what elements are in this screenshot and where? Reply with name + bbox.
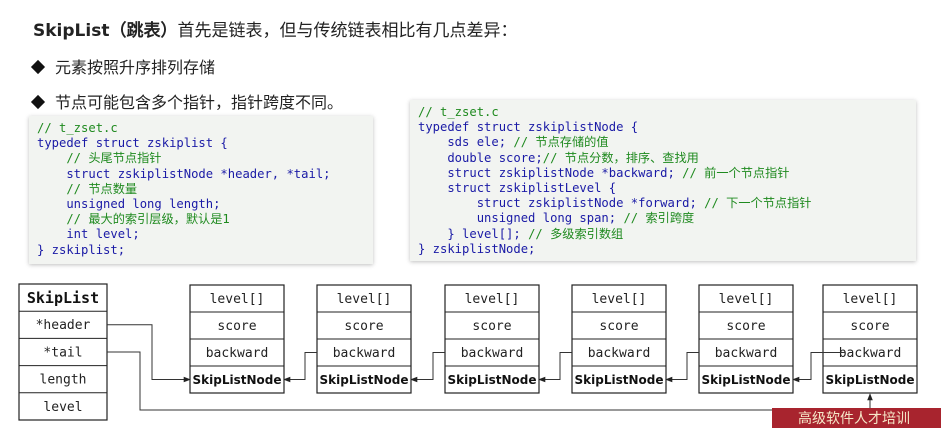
code-line: // 节点数量 bbox=[37, 181, 138, 196]
node-field-label: SkipListNode bbox=[702, 373, 791, 387]
node-field-label: SkipListNode bbox=[448, 373, 537, 387]
skiplist-field-length: length bbox=[40, 373, 87, 388]
brand-banner: 高级软件人才培训 bbox=[772, 408, 941, 428]
node-field-label: backward bbox=[461, 346, 524, 361]
skiplist-field-level: level bbox=[43, 400, 82, 415]
node-field-label: score bbox=[472, 319, 511, 334]
code-line: int level; bbox=[37, 227, 140, 242]
node-field-label: level[] bbox=[719, 292, 774, 307]
code-line: // t_zset.c bbox=[37, 121, 118, 135]
backward-pointer-arrow bbox=[410, 352, 445, 383]
code-line: // 头尾节点指针 bbox=[37, 151, 162, 166]
title-rest: 首先是链表，但与传统链表相比有几点差异： bbox=[177, 21, 518, 41]
skiplist-field-header: *header bbox=[36, 318, 91, 333]
code-line: } zskiplistNode; bbox=[418, 241, 536, 256]
node-field-label: backward bbox=[839, 346, 902, 361]
backward-pointer-arrow bbox=[792, 352, 845, 383]
node-field-label: SkipListNode bbox=[193, 373, 282, 387]
backward-pointer-arrow bbox=[665, 352, 699, 383]
bullet-item: 元素按照升序排列存储 bbox=[30, 54, 215, 78]
code-line: sds ele; // 节点存储的值 bbox=[418, 135, 609, 150]
node-field-label: score bbox=[599, 319, 638, 334]
node-field-label: backward bbox=[715, 346, 778, 361]
node-field-label: level[] bbox=[843, 292, 898, 307]
backward-pointer-arrow bbox=[283, 352, 317, 383]
node-field-label: backward bbox=[206, 346, 269, 361]
backward-pointer-arrow bbox=[538, 352, 572, 383]
node-field-label: score bbox=[344, 319, 383, 334]
code-line: typedef struct zskiplistNode { bbox=[418, 120, 639, 135]
node-field-label: SkipListNode bbox=[320, 373, 409, 387]
node-field-label: backward bbox=[333, 346, 396, 361]
code-line: struct zskiplistLevel { bbox=[418, 180, 617, 195]
code-line: struct zskiplistNode *backward; // 前一个节点… bbox=[418, 165, 790, 180]
node-field-label: SkipListNode bbox=[575, 373, 664, 387]
code-line: // 最大的索引层级，默认是1 bbox=[37, 212, 230, 227]
code-line: typedef struct zskiplist { bbox=[37, 136, 228, 151]
node-field-label: level[] bbox=[592, 292, 647, 307]
title-bold: SkipList（跳表） bbox=[33, 21, 178, 41]
skiplist-header-label: SkipList bbox=[27, 289, 99, 307]
node-field-label: level[] bbox=[210, 292, 265, 307]
code-line: struct zskiplistNode *forward; // 下一个节点指… bbox=[418, 196, 812, 211]
node-field-label: backward bbox=[588, 346, 651, 361]
code-line: // t_zset.c bbox=[418, 105, 499, 119]
node-field-label: SkipListNode bbox=[826, 373, 915, 387]
tail-pointer-arrow bbox=[107, 351, 873, 411]
node-field-label: score bbox=[726, 319, 765, 334]
skiplist-field-tail: *tail bbox=[43, 345, 82, 360]
skiplist-box bbox=[18, 283, 108, 421]
node-field-label: level[] bbox=[465, 292, 520, 307]
header-pointer-arrow bbox=[107, 324, 191, 383]
code-line: unsigned long span; // 索引跨度 bbox=[418, 211, 695, 226]
bullet-item: 节点可能包含多个指针，指针跨度不同。 bbox=[30, 89, 343, 113]
code-line: } zskiplist; bbox=[37, 242, 126, 257]
code-line: } level[]; // 多级索引数组 bbox=[418, 226, 624, 241]
node-field-label: level[] bbox=[337, 292, 392, 307]
code-line: struct zskiplistNode *header, *tail; bbox=[37, 166, 331, 181]
code-line: double score;// 节点分数，排序、查找用 bbox=[418, 150, 699, 165]
code-line: unsigned long length; bbox=[37, 196, 221, 211]
node-field-label: score bbox=[217, 319, 256, 334]
node-field-label: score bbox=[850, 319, 889, 334]
page-title: SkipList（跳表）首先是链表，但与传统链表相比有几点差异： bbox=[33, 16, 517, 41]
